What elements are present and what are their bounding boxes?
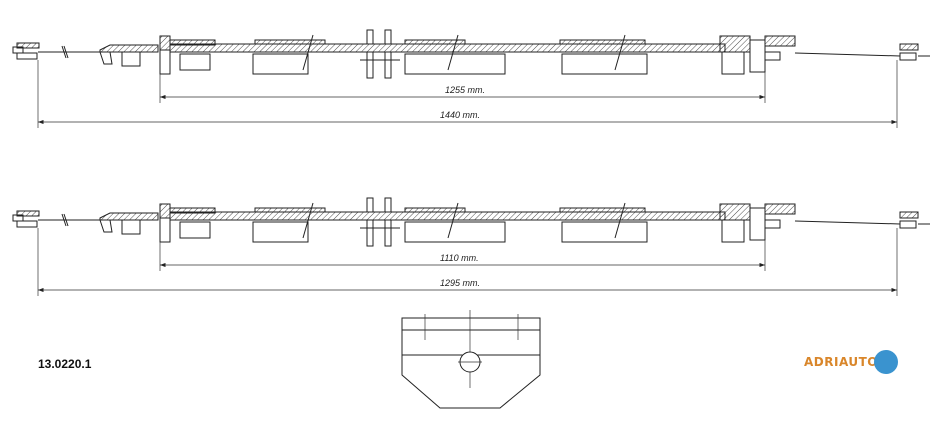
brand-logo: ADRIAUTO <box>804 350 899 374</box>
cable2-overall-length: 1295 mm. <box>440 278 480 288</box>
brand-name: ADRIAUTO <box>804 355 879 369</box>
brand-logo-icon <box>874 350 899 374</box>
cable2-inner-length: 1110 mm. <box>440 253 479 263</box>
bracket-detail <box>401 310 541 409</box>
part-number: 13.0220.1 <box>38 357 92 371</box>
cable1-inner-length: 1255 mm. <box>445 85 485 95</box>
cable1-overall-length: 1440 mm. <box>440 110 480 120</box>
